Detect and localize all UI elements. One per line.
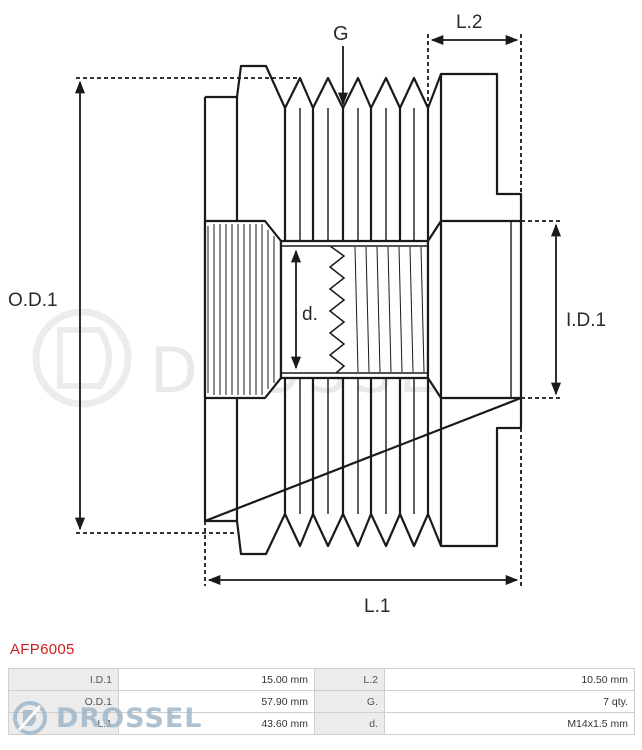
table-row: O.D.1 57.90 mm G. 7 qty.: [8, 690, 635, 713]
pulley-outline: [203, 64, 523, 556]
specs-table: I.D.1 15.00 mm L.2 10.50 mm O.D.1 57.90 …: [8, 668, 635, 735]
label-od1: O.D.1: [8, 290, 58, 311]
spec-key: L.2: [314, 668, 385, 691]
brand-name: DROSSEL: [56, 702, 203, 734]
spec-key: I.D.1: [8, 668, 119, 691]
spec-key: G.: [314, 690, 385, 713]
part-code: AFP6005: [10, 641, 75, 658]
label-d: d.: [302, 304, 318, 325]
label-l1: L.1: [364, 596, 390, 617]
label-g: G: [333, 23, 349, 45]
spline-hatching: [207, 224, 275, 395]
thread-profile: [328, 245, 425, 374]
brand-logo: DROSSEL: [10, 700, 202, 736]
spec-value: M14x1.5 mm: [384, 712, 635, 735]
spec-value: 7 qty.: [384, 690, 635, 713]
spec-value: 10.50 mm: [384, 668, 635, 691]
spec-value: 43.60 mm: [118, 712, 315, 735]
table-row: I.D.1 15.00 mm L.2 10.50 mm: [8, 668, 635, 691]
pulley-technical-drawing: DROSSEL: [8, 12, 606, 617]
spec-value: 57.90 mm: [118, 690, 315, 713]
label-id1: I.D.1: [566, 310, 606, 331]
drossel-d-logo-icon: [13, 701, 47, 735]
label-l2: L.2: [456, 12, 482, 33]
spec-value: 15.00 mm: [118, 668, 315, 691]
spline-hub: [203, 219, 283, 400]
spec-key: d.: [314, 712, 385, 735]
